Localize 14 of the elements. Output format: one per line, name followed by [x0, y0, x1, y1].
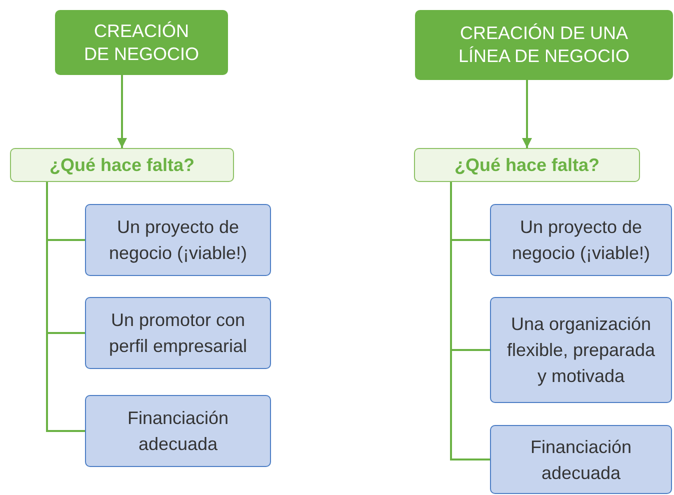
header-box: CREACIÓN DE UNA LÍNEA DE NEGOCIO [415, 10, 673, 80]
item-box: Una organización flexible, preparada y motivada [490, 297, 672, 403]
header-box: CREACIÓN DE NEGOCIO [55, 10, 228, 75]
item-box: Un proyecto de negocio (¡viable!) [85, 204, 271, 276]
connector-line [46, 182, 85, 432]
question-box: ¿Qué hace falta? [10, 148, 234, 182]
question-box: ¿Qué hace falta? [414, 148, 640, 182]
arrow [117, 75, 127, 148]
item-box: Un proyecto de negocio (¡viable!) [490, 204, 672, 276]
connector-line [450, 182, 490, 460]
item-box: Financiación adecuada [85, 395, 271, 467]
item-box: Financiación adecuada [490, 425, 672, 494]
item-box: Un promotor con perfil empresarial [85, 297, 271, 369]
arrow [522, 80, 532, 148]
